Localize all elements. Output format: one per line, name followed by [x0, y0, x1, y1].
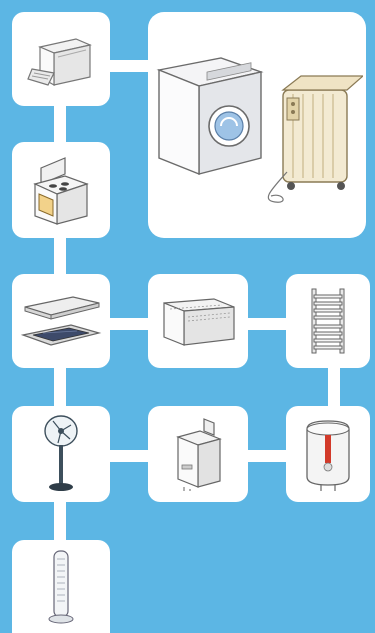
connector-dishwasher-to-washer [108, 60, 150, 72]
towel-radiator-tile [286, 274, 370, 368]
dishwasher-tile [12, 12, 110, 106]
connector-hood-to-fan [54, 364, 66, 408]
pedestal-fan-icon [36, 413, 86, 495]
water-heater-tile [286, 406, 370, 502]
convector-tile [148, 274, 248, 368]
boiler-tile [148, 406, 248, 502]
connector-boiler-to-water-heater [246, 450, 288, 462]
connector-hood-to-convector [108, 318, 150, 330]
connector-fan-to-tower-fan [54, 500, 66, 544]
extractor-hood-icon [19, 289, 103, 353]
washing-machine-and-heater-tile [148, 12, 366, 238]
convector-heater-icon [158, 293, 238, 349]
connector-towel-radiator-to-water-heater [328, 366, 340, 410]
tower-fan-tile [12, 540, 110, 633]
tower-fan-icon [44, 547, 78, 627]
cooker-tile [12, 142, 110, 238]
connector-fan-to-boiler [108, 450, 150, 462]
hood-tile [12, 274, 110, 368]
cooker-oven-icon [29, 154, 93, 226]
pedestal-fan-tile [12, 406, 110, 502]
washing-machine-and-oil-radiator-icon [151, 40, 363, 210]
wall-boiler-icon [170, 417, 226, 491]
connector-convector-to-towel-radiator [246, 318, 288, 330]
dishwasher-icon [26, 29, 96, 89]
water-heater-cylinder-icon [301, 417, 355, 491]
towel-radiator-icon [304, 285, 352, 357]
